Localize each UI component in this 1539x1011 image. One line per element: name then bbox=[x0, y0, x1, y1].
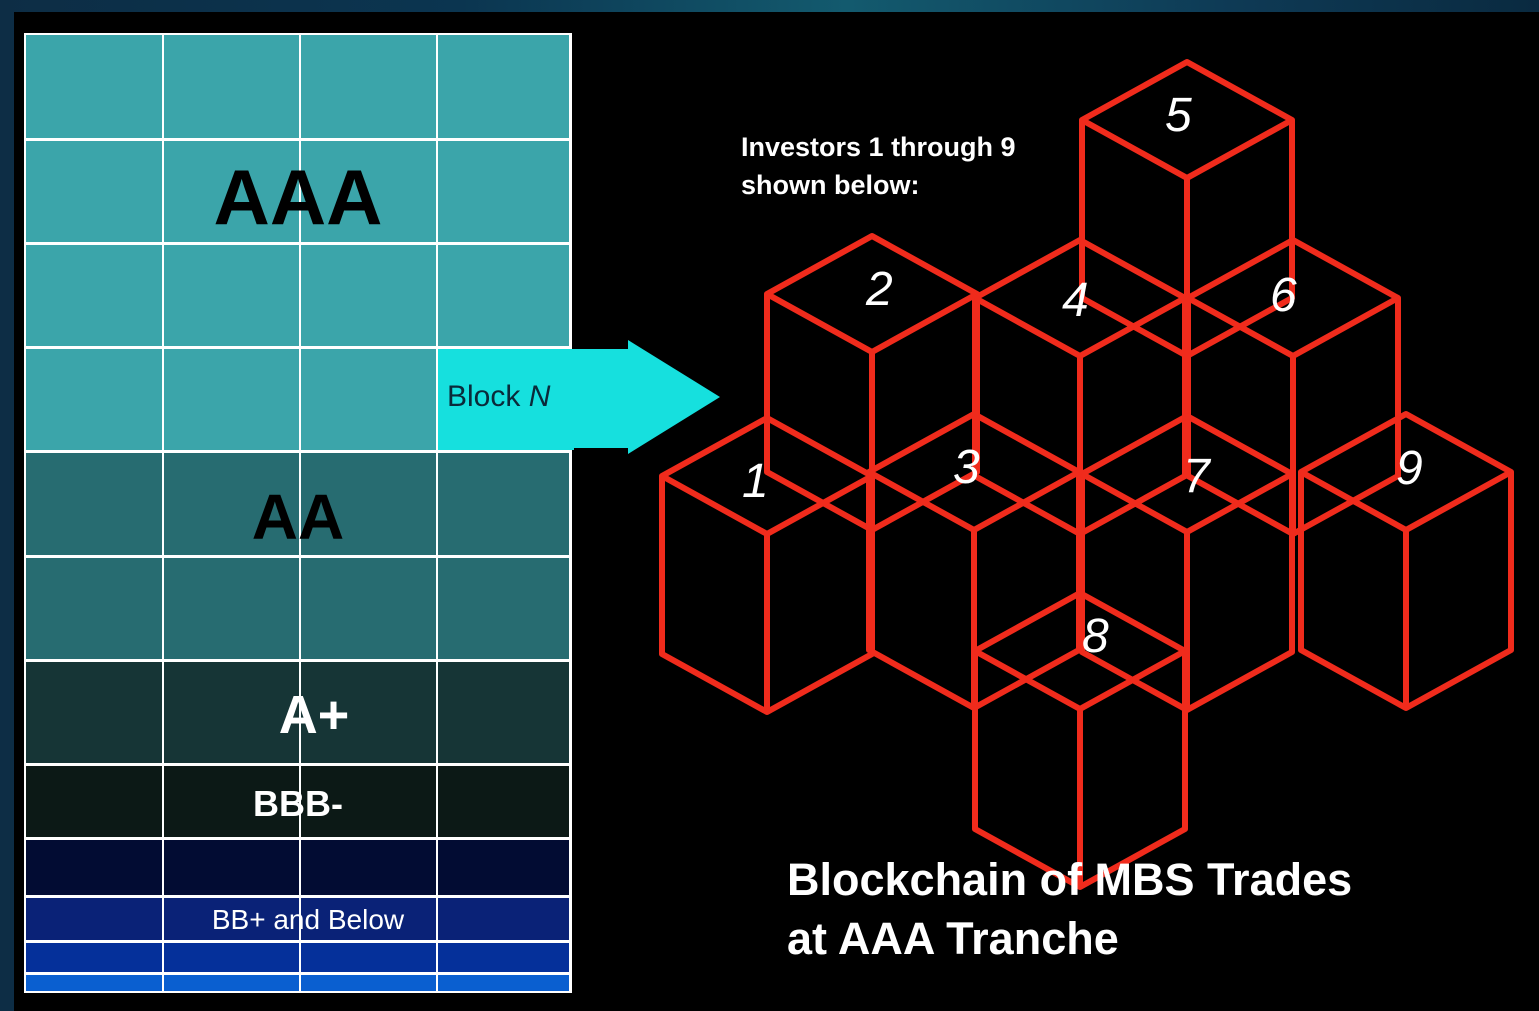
block-label-prefix: Block bbox=[447, 380, 529, 413]
tranche-cell-aa bbox=[164, 558, 299, 659]
tranche-cell-bb-plus-and-below bbox=[26, 840, 162, 895]
block-label-var: N bbox=[528, 380, 551, 413]
tranche-cell-aaa bbox=[301, 245, 436, 346]
investor-cube-8 bbox=[972, 590, 1188, 890]
tranche-cell-aaa bbox=[164, 35, 299, 138]
tranche-cell-aaa bbox=[26, 141, 162, 242]
tranche-label-bbb-minus: BBB- bbox=[253, 783, 343, 824]
tranche-cell-aaa bbox=[301, 349, 436, 450]
caption-line2: at AAA Tranche bbox=[787, 913, 1119, 964]
tranche-cell-bb-plus-and-below bbox=[26, 898, 162, 940]
investor-cube-label-6: 6 bbox=[1270, 269, 1297, 322]
investor-cube-label-1: 1 bbox=[742, 455, 769, 508]
tranche-cell-bb-plus-and-below bbox=[164, 898, 299, 940]
tranche-cell-bb-plus-and-below bbox=[438, 975, 569, 991]
tranche-cell-a-plus bbox=[164, 662, 299, 763]
tranche-cell-aa bbox=[164, 453, 299, 555]
tranche-cell-aaa bbox=[26, 349, 162, 450]
tranche-cell-bb-plus-and-below bbox=[164, 975, 299, 991]
investor-cube-label-9: 9 bbox=[1396, 442, 1423, 495]
tranche-cell-aa bbox=[26, 453, 162, 555]
tranche-cell-aa bbox=[26, 558, 162, 659]
tranche-cell-bb-plus-and-below bbox=[301, 943, 436, 972]
tranche-cell-aaa bbox=[164, 349, 299, 450]
tranche-cell-bb-plus-and-below bbox=[301, 898, 436, 940]
investor-cube-label-4: 4 bbox=[1062, 274, 1089, 327]
tranche-label-aaa: AAA bbox=[213, 153, 383, 241]
tranche-cell-bbb-minus bbox=[164, 766, 299, 837]
tranche-cell-aaa bbox=[26, 245, 162, 346]
tranche-label-aa: AA bbox=[251, 481, 345, 553]
tranche-cell-a-plus bbox=[301, 662, 436, 763]
tranche-cell-aaa bbox=[301, 141, 436, 242]
tranche-cell-bb-plus-and-below bbox=[438, 898, 569, 940]
tranche-cell-a-plus bbox=[438, 662, 569, 763]
tranche-cell-bb-plus-and-below bbox=[438, 840, 569, 895]
tranche-cell-bb-plus-and-below bbox=[301, 840, 436, 895]
tranche-cell-aa bbox=[438, 453, 569, 555]
tranche-cell-a-plus bbox=[26, 662, 162, 763]
tranche-cell-bbb-minus bbox=[301, 766, 436, 837]
tranche-cell-aaa bbox=[438, 245, 569, 346]
tranche-cell-bb-plus-and-below bbox=[438, 943, 569, 972]
investors-note-line2: shown below: bbox=[741, 170, 920, 200]
investor-cube-label-5: 5 bbox=[1165, 89, 1192, 142]
investor-cube-label-8: 8 bbox=[1082, 610, 1109, 663]
investor-cube-label-7: 7 bbox=[1183, 450, 1212, 503]
tranche-cell-aaa bbox=[301, 35, 436, 138]
tranche-cell-aaa bbox=[164, 245, 299, 346]
tranche-cell-bb-plus-and-below bbox=[26, 943, 162, 972]
tranche-cell-bbb-minus bbox=[438, 766, 569, 837]
tranche-cell-aa bbox=[301, 453, 436, 555]
tranche-cell-bb-plus-and-below bbox=[301, 975, 436, 991]
tranche-cell-aaa bbox=[438, 35, 569, 138]
tranche-cell-aa bbox=[438, 558, 569, 659]
tranche-label-bb-plus-and-below: BB+ and Below bbox=[211, 904, 405, 935]
investor-cube-9 bbox=[1298, 411, 1514, 711]
tranche-label-a-plus: A+ bbox=[278, 685, 350, 745]
investors-note-line1: Investors 1 through 9 bbox=[741, 132, 1016, 162]
block-n-label: Block N bbox=[447, 380, 550, 414]
tranche-cell-aaa bbox=[26, 35, 162, 138]
tranche-cell-aaa bbox=[164, 141, 299, 242]
caption-line1: Blockchain of MBS Trades bbox=[787, 854, 1353, 905]
tranche-cell-aa bbox=[301, 558, 436, 659]
tranche-cell-bb-plus-and-below bbox=[26, 975, 162, 991]
investor-cube-label-3: 3 bbox=[953, 441, 980, 494]
tranche-cell-bb-plus-and-below bbox=[164, 840, 299, 895]
tranche-cell-aaa bbox=[438, 141, 569, 242]
tranche-cell-bbb-minus bbox=[26, 766, 162, 837]
investor-cube-label-2: 2 bbox=[865, 263, 893, 316]
tranche-cell-bb-plus-and-below bbox=[164, 943, 299, 972]
